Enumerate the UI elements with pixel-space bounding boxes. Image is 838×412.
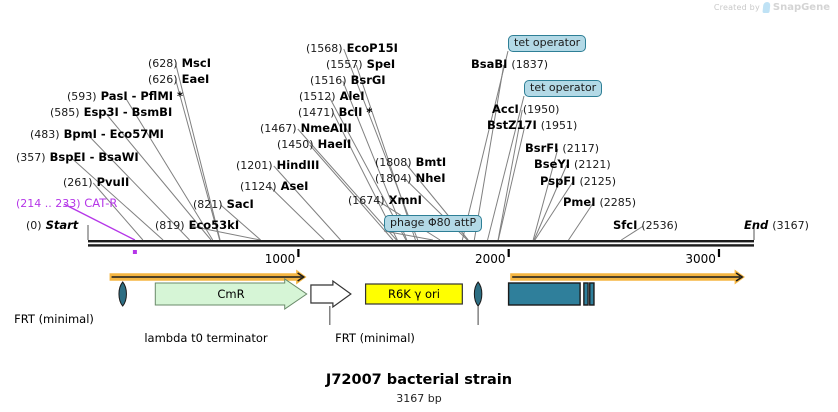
site-leader-line <box>342 80 408 241</box>
ruler-tick <box>717 249 721 257</box>
watermark-brand: SnapGene <box>772 2 830 13</box>
site-leader-line <box>309 144 394 241</box>
feature-terminator-arrow[interactable] <box>310 279 352 309</box>
site-leader-line <box>533 164 568 241</box>
site-leader-line <box>87 134 190 241</box>
site-label[interactable]: PspFI (2125) <box>540 174 617 189</box>
page-subtitle: 3167 bp <box>396 392 442 405</box>
feature-attp-box[interactable] <box>507 282 581 306</box>
site-label[interactable]: (483) BpmI - Eco57MI <box>30 127 164 142</box>
feature-badge[interactable]: tet operator <box>524 80 603 97</box>
site-label[interactable]: (1124) AseI <box>240 179 309 194</box>
orange-direction-arrow <box>109 269 307 285</box>
site-label[interactable]: PmeI (2285) <box>563 195 637 210</box>
site-leader-line <box>175 79 221 241</box>
site-label[interactable]: (1808) BmtI <box>375 155 447 170</box>
watermark-prefix: Created by <box>713 3 760 12</box>
feature-badge[interactable]: phage Φ80 attP <box>384 215 483 232</box>
site-leader-line <box>621 225 644 241</box>
site-leader-line <box>105 112 212 241</box>
badge-leader-line <box>487 95 525 241</box>
ruler-tick-label: 1000 <box>264 252 296 266</box>
site-label[interactable]: AccI (1950) <box>492 102 560 117</box>
feature-caption: FRT (minimal) <box>14 312 94 326</box>
badge-leader-line <box>383 230 433 241</box>
feature-caption: lambda t0 terminator <box>144 331 268 345</box>
site-label[interactable]: (819) Eco53kI <box>155 218 240 233</box>
site-leader-line <box>497 125 526 241</box>
feature-ori-box[interactable] <box>364 283 463 305</box>
site-label[interactable]: (1516) BsrGI <box>310 73 386 88</box>
site-leader-line <box>220 204 261 241</box>
site-label[interactable]: (1674) XmnI <box>348 193 422 208</box>
site-label[interactable]: (214 .. 233) CAT-R <box>16 196 118 211</box>
site-leader-line <box>497 109 523 241</box>
site-leader-line <box>124 96 214 241</box>
site-label[interactable]: End (3167) <box>744 218 809 233</box>
site-leader-line <box>532 148 559 241</box>
site-label[interactable]: BseYI (2121) <box>534 157 611 172</box>
site-label[interactable]: BsaBI (1837) <box>471 57 548 72</box>
site-leader-line <box>175 63 221 241</box>
site-leader-line <box>63 203 136 241</box>
feature-gene-arrow[interactable] <box>154 278 308 310</box>
feature-badge[interactable]: tet operator <box>508 35 587 52</box>
site-label[interactable]: (1450) HaeII <box>277 137 352 152</box>
site-label[interactable]: BsrFI (2117) <box>525 141 599 156</box>
site-leader-line <box>190 225 261 241</box>
ruler-tick-label: 3000 <box>685 252 716 266</box>
feature-frt-marker[interactable] <box>473 281 483 307</box>
site-label[interactable]: (357) BspEI - BsaWI <box>16 150 139 165</box>
site-leader-line <box>269 186 325 241</box>
catr-marker <box>132 250 137 254</box>
site-label[interactable]: (821) SacI <box>193 197 254 212</box>
feature-attp-box[interactable] <box>583 282 589 306</box>
site-label[interactable]: BstZ17I (1951) <box>487 118 578 133</box>
site-leader-line <box>473 64 505 241</box>
site-leader-line <box>92 182 144 241</box>
site-label[interactable]: (1512) AleI <box>299 89 365 104</box>
site-label[interactable]: (0) Start <box>26 218 79 233</box>
site-label[interactable]: (585) Esp3I - BsmBI <box>50 105 173 120</box>
site-label[interactable]: SfcI (2536) <box>613 218 678 233</box>
site-label[interactable]: (1201) HindIII <box>236 158 320 173</box>
site-label[interactable]: (1568) EcoP15I <box>306 41 398 56</box>
page-title: J72007 bacterial strain <box>325 372 513 388</box>
site-label[interactable]: (1471) BclI * <box>298 105 373 120</box>
site-leader-line <box>568 202 594 241</box>
feature-caption: FRT (minimal) <box>335 331 415 345</box>
ruler-tick <box>297 249 300 257</box>
orange-direction-arrow <box>510 269 745 285</box>
site-label[interactable]: (628) MscI <box>148 56 211 71</box>
site-leader-line <box>355 64 416 241</box>
site-label[interactable]: (1557) SpeI <box>326 57 396 72</box>
snapgene-watermark: Created by SnapGene <box>714 2 830 13</box>
site-label[interactable]: (1804) NheI <box>375 171 446 186</box>
badge-leader-line <box>461 50 509 241</box>
site-leader-line <box>534 181 574 241</box>
ruler-tick <box>507 249 510 257</box>
ruler-tick-label: 2000 <box>475 252 506 266</box>
site-leader-line <box>71 157 164 241</box>
site-label[interactable]: (1467) NmeAIII <box>260 121 352 136</box>
feature-attp-box[interactable] <box>589 282 595 306</box>
site-label[interactable]: (261) PvuII <box>63 175 130 190</box>
site-label[interactable]: (593) PasI - PflMI * <box>67 89 184 104</box>
axis-line-lower <box>88 244 754 247</box>
site-leader-line <box>343 48 419 241</box>
axis-line-upper <box>88 240 754 243</box>
feature-frt-marker[interactable] <box>118 281 127 307</box>
site-label[interactable]: (626) EaeI <box>148 72 210 87</box>
site-leader-line <box>273 165 341 241</box>
site-leader-line <box>297 128 397 241</box>
